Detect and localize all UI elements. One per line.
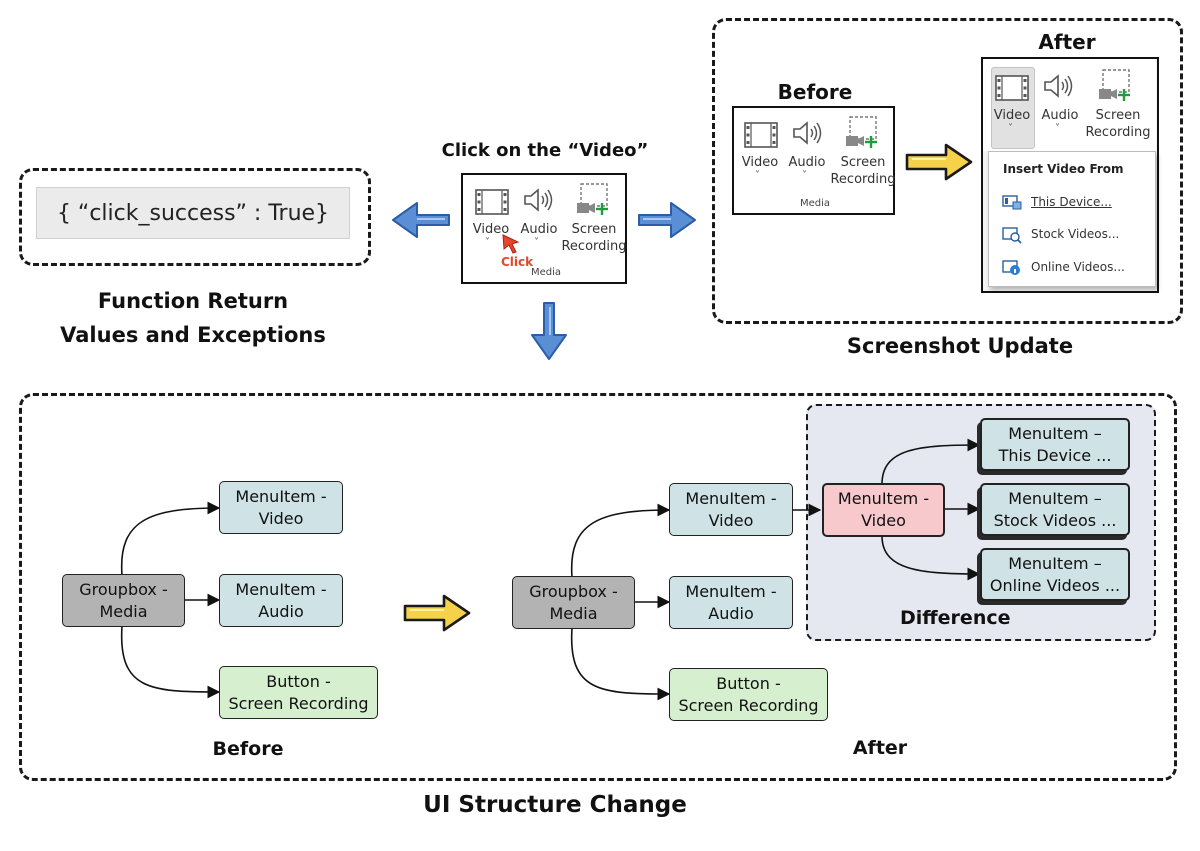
new-menuitem-online-videos: MenuItem – Online Videos ...	[980, 548, 1130, 601]
online-videos-icon	[1002, 260, 1020, 275]
after-menuitem-audio: MenuItem - Audio	[669, 576, 793, 629]
return-value-box: { “click_success” : True}	[36, 187, 350, 239]
before-video-chevron-icon: ˅	[755, 170, 760, 181]
video-chevron-icon: ˅	[485, 237, 490, 248]
insert-video-dropdown: Insert Video From This Device... Stock V…	[988, 151, 1156, 287]
before-menuitem-video: MenuItem - Video	[219, 481, 343, 534]
dropdown-item-online-videos[interactable]: Online Videos...	[1031, 260, 1125, 274]
before-media-group-label: Media	[799, 198, 831, 209]
after-ribbon: Video ˅ Audio ˅ Screen Recording Insert …	[981, 57, 1159, 293]
after-video-button[interactable]: Video	[993, 108, 1031, 123]
after-video-chevron-icon: ˅	[1008, 123, 1013, 134]
before-audio-button[interactable]: Audio	[788, 155, 826, 170]
before-video-button[interactable]: Video	[741, 155, 779, 170]
tree-transition-arrow-icon	[402, 593, 472, 633]
tree-caption: UI Structure Change	[423, 792, 687, 818]
after-audio-button[interactable]: Audio	[1041, 108, 1079, 123]
screenshot-caption: Screenshot Update	[846, 334, 1074, 358]
before-menuitem-audio: MenuItem - Audio	[219, 574, 343, 627]
dropdown-header: Insert Video From	[1003, 162, 1124, 176]
new-menuitem-this-device: MenuItem – This Device ...	[980, 418, 1130, 471]
stock-videos-icon	[1002, 227, 1022, 244]
tree-after-label: After	[852, 737, 908, 759]
media-group-label: Media	[530, 267, 562, 278]
audio-chevron-icon: ˅	[534, 237, 539, 248]
video-button[interactable]: Video	[472, 222, 510, 237]
before-audio-chevron-icon: ˅	[802, 170, 807, 181]
click-label: Click	[501, 255, 534, 269]
dropdown-item-this-device[interactable]: This Device...	[1031, 195, 1112, 209]
click-title: Click on the “Video”	[441, 140, 649, 161]
difference-label: Difference	[900, 607, 1011, 629]
media-ribbon: Video ˅ Audio ˅ Screen Recording Media C…	[461, 173, 627, 284]
screenshot-before-label: Before	[777, 80, 853, 104]
new-menuitem-stock-videos: MenuItem – Stock Videos ...	[980, 483, 1130, 536]
return-value-panel	[19, 168, 371, 266]
after-audio-chevron-icon: ˅	[1055, 123, 1060, 134]
highlighted-menuitem-video: MenuItem - Video	[822, 483, 945, 537]
tree-before-label: Before	[212, 738, 284, 760]
audio-button[interactable]: Audio	[520, 222, 558, 237]
before-screen-recording-button[interactable]: Screen Recording	[830, 155, 896, 187]
after-screen-recording-button[interactable]: Screen Recording	[1085, 108, 1151, 140]
return-value-text: { “click_success” : True}	[56, 200, 330, 226]
cursor-icon	[502, 234, 520, 254]
before-ribbon: Video ˅ Audio ˅ Screen Recording Media	[732, 106, 896, 215]
ui-structure-panel	[19, 393, 1177, 781]
after-menuitem-video: MenuItem - Video	[669, 483, 793, 536]
dropdown-item-stock-videos[interactable]: Stock Videos...	[1031, 227, 1120, 241]
screenshot-after-label: After	[1038, 30, 1096, 54]
after-groupbox-media: Groupbox - Media	[512, 576, 635, 629]
after-button-screen-recording: Button - Screen Recording	[669, 668, 828, 721]
before-groupbox-media: Groupbox - Media	[62, 574, 185, 627]
before-button-screen-recording: Button - Screen Recording	[219, 666, 378, 719]
return-caption: Function Return Values and Exceptions	[60, 289, 326, 347]
screenshot-update-panel	[712, 18, 1183, 324]
screen-recording-button[interactable]: Screen Recording	[561, 222, 627, 254]
